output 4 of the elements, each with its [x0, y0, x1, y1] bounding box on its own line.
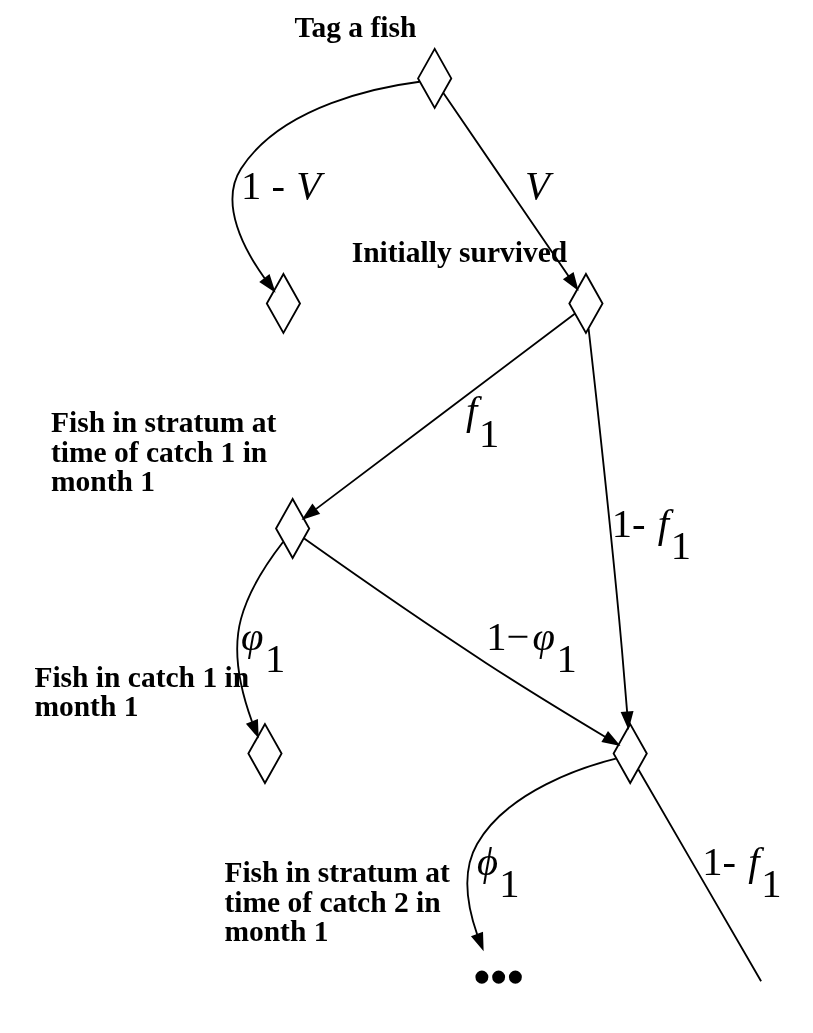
node-label: Tag a fish	[293, 11, 416, 44]
node-text: •••	[472, 949, 524, 1003]
node-label: Fish in stratum at time of catch 2 in month 1	[223, 856, 450, 948]
node-label: Fish in stratum at time of catch 1 in month 1	[50, 406, 276, 498]
